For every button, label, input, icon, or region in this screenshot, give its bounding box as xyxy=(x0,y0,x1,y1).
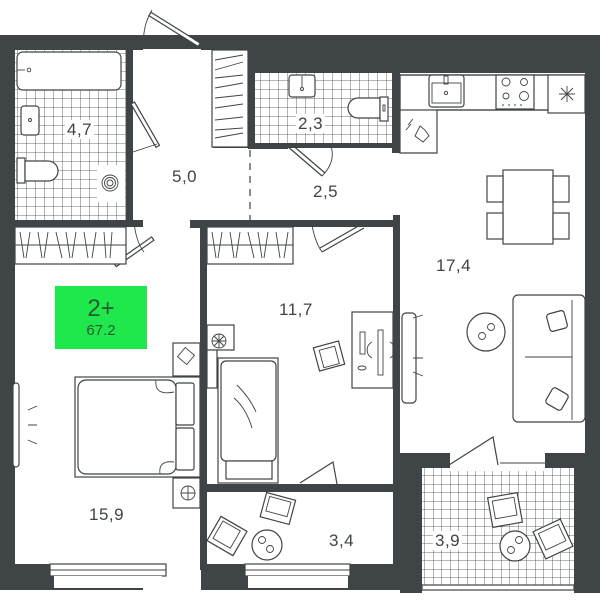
door-icon xyxy=(286,142,333,177)
wardrobe-icon xyxy=(206,226,294,265)
nightstand-icon xyxy=(172,477,201,509)
coffee-table-icon xyxy=(466,312,506,352)
sink-icon xyxy=(20,105,40,136)
armchair-icon xyxy=(486,491,524,529)
dining-table-icon xyxy=(486,169,570,245)
sofa-icon xyxy=(512,294,586,423)
door-icon xyxy=(299,461,338,485)
room-area-balcony: 3,9 xyxy=(433,531,463,550)
window-icon xyxy=(421,584,575,591)
armchair-icon xyxy=(312,340,346,372)
bathroom-fixtures xyxy=(16,51,125,202)
coffee-table-icon xyxy=(251,529,283,561)
windows xyxy=(12,312,575,591)
room-area-hallway: 5,0 xyxy=(172,167,198,186)
wardrobe-icon xyxy=(14,226,127,265)
fridge-icon xyxy=(547,74,586,114)
wardrobes xyxy=(14,49,294,265)
sink-icon xyxy=(428,74,465,108)
interior-walls xyxy=(15,50,600,593)
toilet-room-fixtures xyxy=(288,74,389,122)
door-icon xyxy=(448,436,545,466)
room-floors xyxy=(15,50,585,588)
bed-icon xyxy=(217,357,279,484)
window-icon xyxy=(12,382,20,468)
door-icon xyxy=(143,9,202,49)
bed-icon xyxy=(74,376,201,478)
door-icon xyxy=(130,101,161,153)
tv-icon xyxy=(27,405,38,445)
coffee-table-icon xyxy=(499,530,531,562)
tv-icon xyxy=(412,314,424,377)
toilet-icon xyxy=(347,96,389,122)
kettle-icon xyxy=(405,118,430,143)
room-area-corridor: 2,5 xyxy=(313,182,339,201)
bathtub-icon xyxy=(16,51,122,91)
window-icon xyxy=(244,563,351,588)
toilet-icon xyxy=(16,157,59,184)
room-count: 2+ xyxy=(87,295,115,322)
desk-icon xyxy=(351,311,396,389)
armchair-icon xyxy=(259,491,297,526)
total-area: 67.2 xyxy=(86,322,116,339)
armchair-icon xyxy=(206,515,248,557)
room-area-toilet: 2,3 xyxy=(296,114,326,133)
stove-icon xyxy=(495,74,535,110)
kitchen xyxy=(399,74,586,154)
room-area-child-room: 11,7 xyxy=(279,300,313,319)
window-icon xyxy=(49,563,167,588)
room-area-kitchen-living: 17,4 xyxy=(436,256,472,275)
room-area-bedroom: 15,9 xyxy=(89,505,125,524)
washing-machine-icon xyxy=(97,165,125,202)
room-area-small-loggia: 3,4 xyxy=(329,531,355,550)
door-icon xyxy=(311,223,365,253)
armchair-icon xyxy=(532,518,574,560)
washing-machine-icon xyxy=(206,324,235,389)
wardrobe-icon xyxy=(211,49,249,148)
apartment-badge: 2+ 67.2 xyxy=(55,286,147,349)
room-area-bathroom: 4,7 xyxy=(65,120,95,139)
nightstand-icon xyxy=(172,342,201,377)
